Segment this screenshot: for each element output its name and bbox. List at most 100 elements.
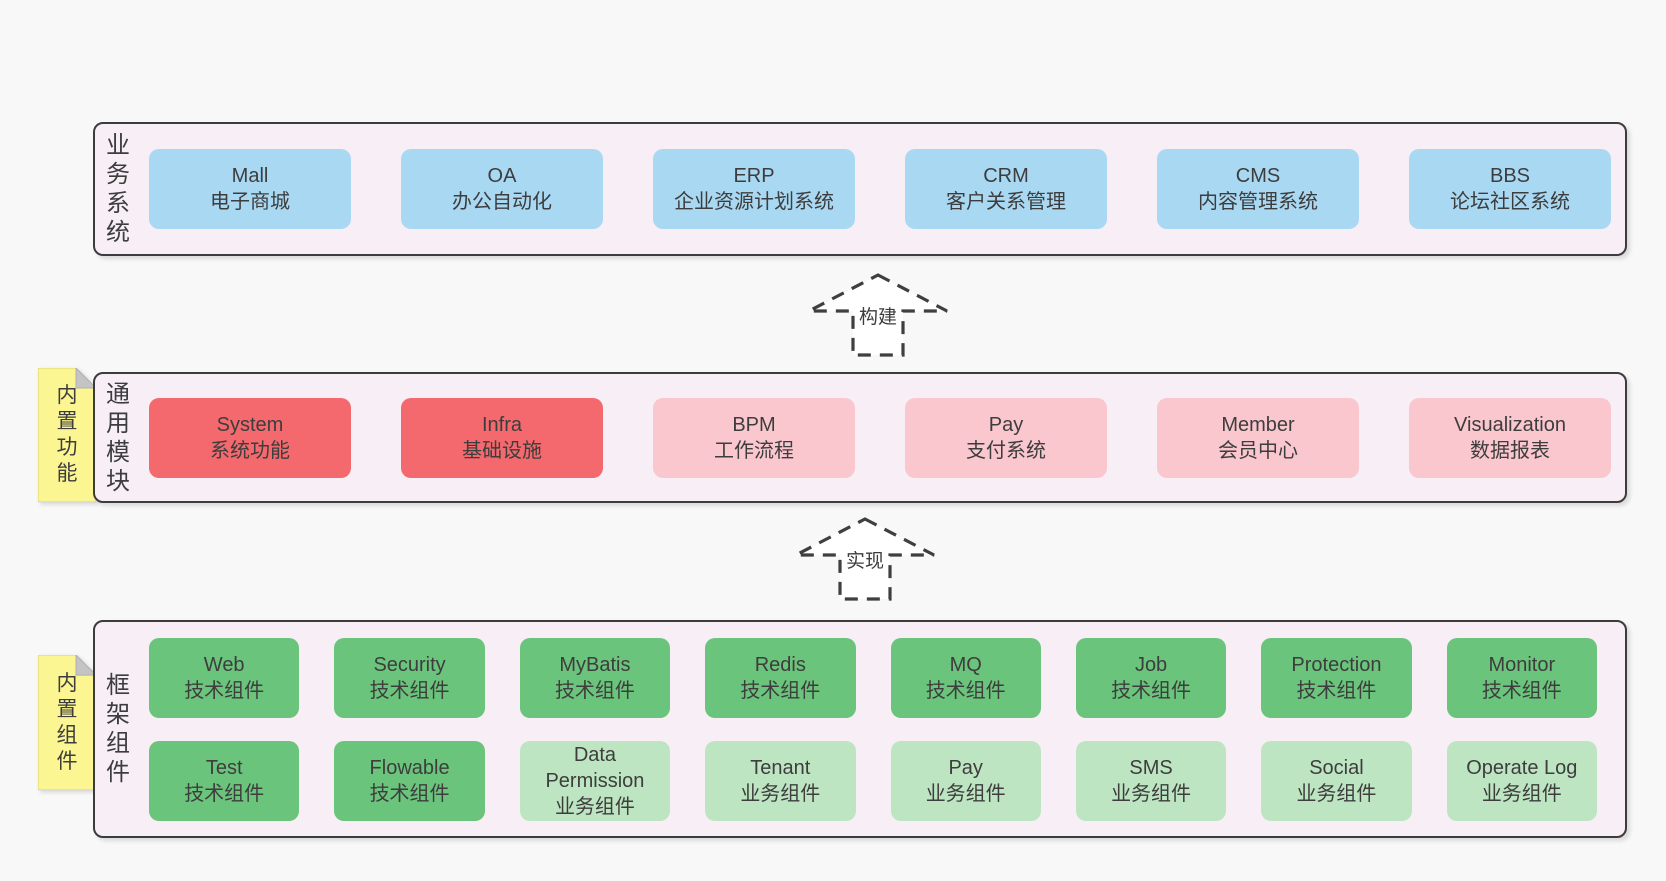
- box-title-en: Member: [1221, 413, 1295, 436]
- box-title-en: Tenant: [750, 756, 811, 779]
- box-monitor: Monitor 技术组件: [1446, 637, 1597, 718]
- box-title-en: Redis: [754, 653, 806, 676]
- box-title-en: Pay: [948, 756, 983, 779]
- box-subtitle-zh: 工作流程: [714, 439, 794, 462]
- box-flowable: Flowable 技术组件: [334, 740, 485, 821]
- box-title-en: Pay: [988, 413, 1024, 436]
- box-subtitle-zh: 论坛社区系统: [1450, 191, 1570, 213]
- box-title-en: Protection: [1291, 653, 1382, 676]
- box-subtitle-zh: 技术组件: [1481, 679, 1562, 702]
- box-subtitle-zh: 技术组件: [1111, 679, 1192, 702]
- box-redis: Redis 技术组件: [705, 637, 856, 718]
- box-subtitle-zh: 业务组件: [1111, 782, 1192, 805]
- box-pay: Pay 支付系统: [905, 397, 1107, 478]
- note-built-in-components: 内置组件: [38, 655, 96, 790]
- box-tenant: Tenant 业务组件: [705, 740, 856, 821]
- box-title-en: OA: [487, 165, 517, 187]
- arrow-build: 构建: [806, 272, 950, 358]
- box-oa: OA 办公自动化: [401, 149, 603, 229]
- box-subtitle-zh: 技术组件: [740, 679, 821, 702]
- box-bpm: BPM 工作流程: [653, 397, 855, 478]
- box-subtitle-zh: 系统功能: [210, 439, 290, 462]
- box-title-en: Monitor: [1488, 653, 1556, 676]
- box-subtitle-zh: 技术组件: [554, 679, 635, 702]
- box-job: Job 技术组件: [1075, 637, 1227, 718]
- box-title-en: Flowable: [369, 756, 450, 779]
- box-social: Social 业务组件: [1261, 740, 1412, 821]
- box-subtitle-zh: 数据报表: [1470, 439, 1550, 462]
- band-components-label: 框架组件: [106, 672, 130, 786]
- box-title-en: Test: [205, 756, 243, 779]
- box-infra: Infra 基础设施: [401, 397, 603, 478]
- box-bbs: BBS 论坛社区系统: [1409, 149, 1611, 229]
- box-subtitle-zh: 企业资源计划系统: [674, 191, 834, 213]
- box-title-en: MyBatis: [559, 653, 631, 676]
- band-common-modules: 通用模块 System 系统功能 Infra 基础设施 BPM 工作流程 Pay 支付系统 Me…: [93, 372, 1627, 503]
- box-title-en: BPM: [732, 413, 776, 436]
- sticky-note-icon: [38, 368, 96, 502]
- box-title-en: Visualization: [1454, 413, 1566, 436]
- box-title-en: Infra: [481, 413, 523, 436]
- box-title-en: CRM: [983, 165, 1029, 187]
- box-sms: SMS 业务组件: [1075, 740, 1227, 821]
- box-title-en: Data Permission: [545, 743, 645, 792]
- box-subtitle-zh: 基础设施: [462, 439, 542, 462]
- box-title-en: ERP: [733, 165, 775, 187]
- box-subtitle-zh: 技术组件: [184, 782, 265, 805]
- box-title-en: Job: [1134, 653, 1168, 676]
- box-subtitle-zh: 办公自动化: [452, 191, 552, 213]
- box-web: Web 技术组件: [149, 637, 300, 718]
- box-title-en: Social: [1309, 756, 1364, 779]
- band-business-label: 业务系统: [106, 132, 130, 246]
- arrow-implement: 实现: [793, 516, 937, 602]
- box-mq: MQ 技术组件: [890, 637, 1041, 718]
- box-subtitle-zh: 业务组件: [1296, 782, 1377, 805]
- box-protection: Protection 技术组件: [1261, 637, 1412, 718]
- box-subtitle-zh: 会员中心: [1218, 439, 1298, 462]
- box-pay: Pay 业务组件: [890, 740, 1041, 821]
- box-subtitle-zh: 业务组件: [925, 782, 1006, 805]
- note-built-in-components-label: 内置组件: [56, 671, 78, 773]
- box-title-en: Operate Log: [1466, 756, 1578, 779]
- box-subtitle-zh: 技术组件: [184, 679, 265, 702]
- arrow-implement-label: 实现: [842, 546, 888, 573]
- box-operate-log: Operate Log 业务组件: [1446, 740, 1597, 821]
- box-subtitle-zh: 业务组件: [554, 795, 635, 818]
- box-subtitle-zh: 技术组件: [369, 782, 450, 805]
- box-subtitle-zh: 电子商城: [210, 191, 290, 213]
- box-crm: CRM 客户关系管理: [905, 149, 1107, 229]
- box-member: Member 会员中心: [1157, 397, 1359, 478]
- box-visualization: Visualization 数据报表: [1409, 397, 1611, 478]
- box-subtitle-zh: 业务组件: [740, 782, 821, 805]
- box-subtitle-zh: 支付系统: [966, 439, 1046, 462]
- note-built-in-features: 内置功能: [38, 368, 96, 502]
- box-data-permission: Data Permission 业务组件: [519, 740, 671, 821]
- arrow-build-label: 构建: [855, 302, 901, 329]
- box-subtitle-zh: 业务组件: [1481, 782, 1562, 805]
- box-subtitle-zh: 技术组件: [1296, 679, 1377, 702]
- box-title-en: MQ: [949, 653, 982, 676]
- box-erp: ERP 企业资源计划系统: [653, 149, 855, 229]
- modules-boxes: System 系统功能 Infra 基础设施 BPM 工作流程 Pay 支付系统 Member 会…: [149, 397, 1611, 478]
- box-cms: CMS 内容管理系统: [1157, 149, 1359, 229]
- box-title-en: BBS: [1489, 165, 1531, 187]
- box-title-en: Web: [203, 653, 245, 676]
- box-title-en: SMS: [1129, 756, 1173, 779]
- box-title-en: CMS: [1235, 165, 1281, 187]
- sticky-note-icon: [38, 655, 96, 790]
- box-subtitle-zh: 技术组件: [369, 679, 450, 702]
- note-built-in-features-label: 内置功能: [56, 384, 78, 485]
- box-test: Test 技术组件: [149, 740, 300, 821]
- box-system: System 系统功能: [149, 397, 351, 478]
- box-subtitle-zh: 内容管理系统: [1198, 191, 1318, 213]
- box-subtitle-zh: 客户关系管理: [946, 191, 1066, 213]
- box-mybatis: MyBatis 技术组件: [519, 637, 671, 718]
- box-subtitle-zh: 技术组件: [925, 679, 1006, 702]
- box-title-en: System: [216, 413, 284, 436]
- band-modules-label: 通用模块: [106, 380, 130, 495]
